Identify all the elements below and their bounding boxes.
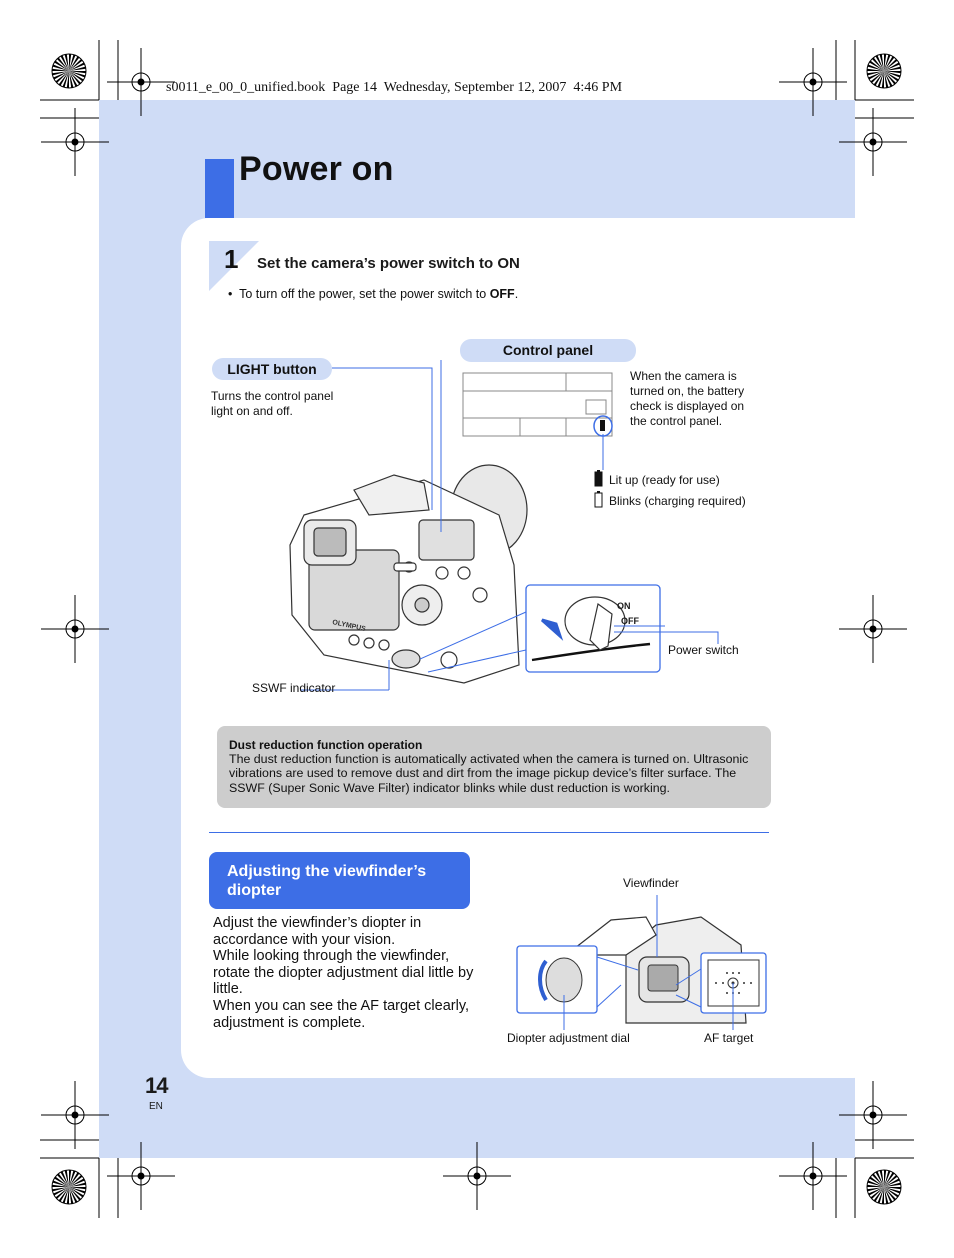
- control-panel-label: Control panel: [460, 339, 636, 362]
- step-bullet: • To turn off the power, set the power s…: [228, 287, 519, 301]
- diopter-section-tab: Adjusting the viewfinder’s diopter: [209, 852, 470, 909]
- power-switch-callout: [614, 631, 719, 644]
- battery-callout-line: [602, 434, 604, 470]
- dust-note-body: The dust reduction function is automatic…: [229, 752, 749, 795]
- language-code: EN: [149, 1101, 163, 1112]
- diopter-dial-label: Diopter adjustment dial: [507, 1031, 630, 1045]
- af-target-label: AF target: [704, 1031, 754, 1045]
- control-panel-desc: When the camera is turned on, the batter…: [630, 369, 745, 428]
- control-panel-lcd: [462, 372, 613, 437]
- page-number: 14: [145, 1073, 169, 1098]
- lit-up-text: Lit up (ready for use): [609, 473, 720, 487]
- switch-on-label: ON: [617, 601, 631, 611]
- star-wheel-mark: [51, 1169, 87, 1205]
- light-button-desc: Turns the control panel light on and off…: [211, 389, 334, 418]
- step-triangle: [209, 241, 259, 291]
- light-button-label: LIGHT button: [212, 358, 332, 380]
- step-heading: Set the camera’s power switch to ON: [257, 255, 520, 272]
- viewfinder-label: Viewfinder: [623, 876, 679, 890]
- dust-reduction-note: [217, 726, 771, 808]
- battery-empty-icon: [594, 491, 603, 508]
- star-wheel-mark: [866, 53, 902, 89]
- viewfinder-illustration: [516, 895, 767, 1030]
- title-accent-bar: [205, 159, 234, 218]
- diopter-instructions: Adjust the viewfinder’s diopter in accor…: [213, 915, 474, 1031]
- power-switch-label: Power switch: [668, 643, 739, 657]
- star-wheel-mark: [866, 1169, 902, 1205]
- sswf-indicator-label: SSWF indicator: [252, 681, 336, 695]
- step-number: 1: [224, 244, 239, 274]
- star-wheel-mark: [51, 53, 87, 89]
- section-divider: [209, 832, 769, 833]
- page-title: Power on: [239, 150, 394, 188]
- dust-note-title: Dust reduction function operation: [229, 738, 423, 752]
- camera-back-illustration: OLYMPUS: [289, 464, 528, 684]
- battery-full-icon: [594, 470, 603, 487]
- printer-slug-line: s0011_e_00_0_unified.book Page 14 Wednes…: [166, 80, 623, 95]
- power-switch-inset: [420, 584, 665, 673]
- callout-lines: [300, 360, 442, 691]
- blinks-text: Blinks (charging required): [609, 494, 746, 508]
- switch-off-label: OFF: [621, 616, 639, 626]
